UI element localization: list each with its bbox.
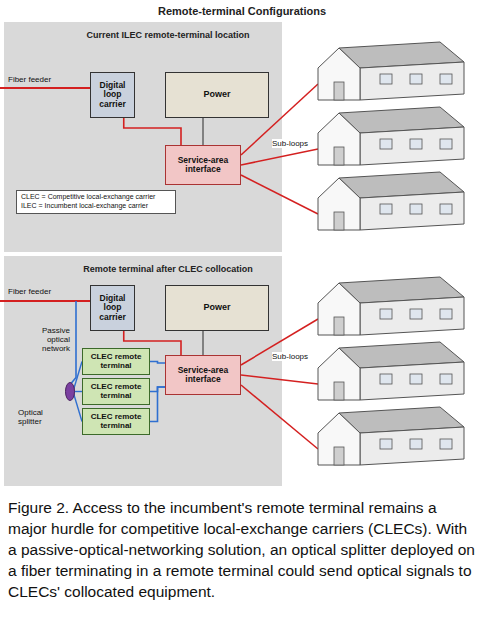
terminal-box: CLEC remote terminal — [82, 378, 150, 405]
house-icon — [318, 107, 464, 165]
splitter-symbol — [66, 383, 75, 401]
interface-box: Service-area interface — [165, 145, 241, 185]
pon-line — [71, 301, 76, 383]
panel-region: Current ILEC remote-terminal locationDig… — [4, 22, 282, 252]
box-label: Digital loop carrier — [94, 294, 131, 322]
box-label: Power — [203, 303, 230, 313]
line-label: Fiber feeder — [8, 75, 78, 84]
box-label: Digital loop carrier — [94, 81, 131, 109]
panel-ground — [4, 256, 282, 486]
box-label: Service-area interface — [169, 156, 237, 175]
note-text: ILEC = Incumbent local-exchange carrier — [21, 202, 171, 211]
house-icon — [318, 407, 464, 465]
box-label: CLEC remote terminal — [86, 413, 146, 431]
house-icon — [318, 42, 464, 100]
subloop-line — [241, 375, 318, 384]
line-label: Passive optical network — [18, 326, 70, 354]
line-label: Fiber feeder — [8, 287, 78, 296]
subloop-line — [241, 175, 318, 214]
wire-connector — [150, 387, 165, 422]
terminal-box: CLEC remote terminal — [82, 408, 150, 435]
house-icon — [318, 342, 464, 400]
line-label: Sub-loops — [272, 139, 316, 148]
panel-heading: Remote terminal after CLEC collocation — [60, 265, 276, 275]
line-label: Optical splitter — [18, 408, 64, 426]
figure-caption: Figure 2. Access to the incumbent's remo… — [8, 497, 478, 602]
power-box: Power — [165, 285, 269, 331]
carrier-box: Digital loop carrier — [90, 285, 135, 331]
power-box: Power — [165, 72, 269, 118]
fiber-line — [0, 87, 90, 89]
wire-connector — [202, 118, 204, 145]
wire-connector — [124, 118, 181, 145]
terminal-box: CLEC remote terminal — [82, 348, 150, 375]
panel-ground — [4, 22, 282, 252]
house-icon — [318, 172, 464, 230]
box-label: CLEC remote terminal — [86, 383, 146, 401]
subloop-line — [241, 385, 318, 449]
note-text: CLEC = Competitive local-exchange carrie… — [21, 193, 171, 202]
wiring-art — [0, 42, 464, 465]
figure-title: Remote-terminal Configurations — [0, 5, 484, 17]
line-label: Sub-loops — [272, 352, 316, 361]
subloop-line — [241, 149, 318, 165]
note-box: CLEC = Competitive local-exchange carrie… — [16, 190, 176, 214]
interface-box: Service-area interface — [165, 355, 241, 395]
box-label: CLEC remote terminal — [86, 353, 146, 371]
panel-heading: Current ILEC remote-terminal location — [60, 31, 276, 41]
carrier-box: Digital loop carrier — [90, 72, 135, 118]
box-label: Service-area interface — [169, 366, 237, 385]
wire-connector — [150, 362, 165, 364]
box-label: Power — [203, 90, 230, 100]
house-icon — [318, 277, 464, 335]
wire-connector — [202, 331, 204, 355]
